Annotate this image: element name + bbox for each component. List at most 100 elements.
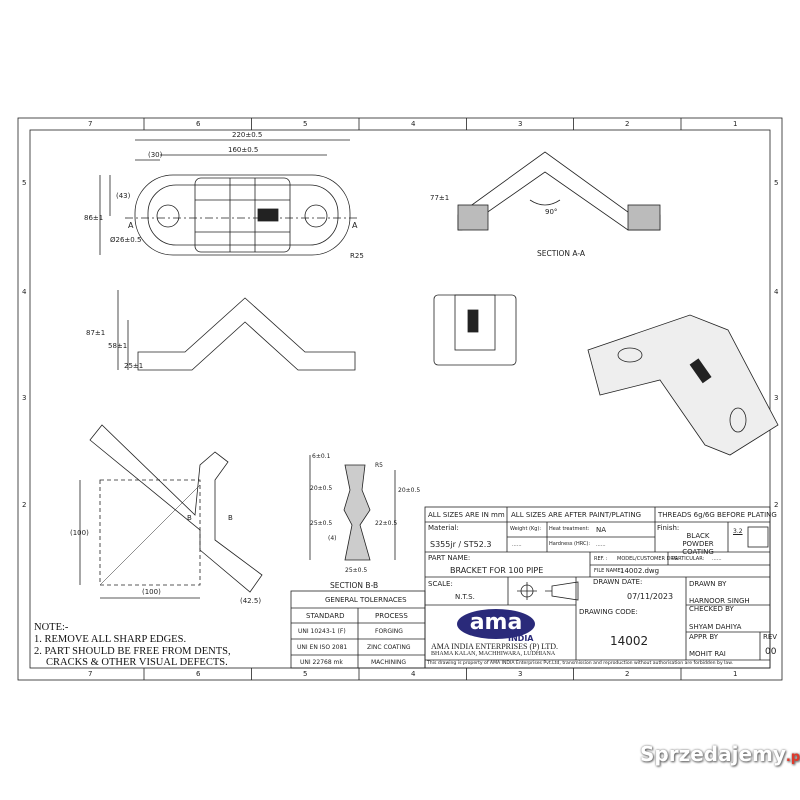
column-ref: 7 [88, 120, 93, 128]
note-2-cont: CRACKS & OTHER VISUAL DEFECTS. [46, 657, 228, 668]
section-aa-view [457, 151, 661, 231]
tolerance-title: GENERAL TOLERNACES [325, 596, 407, 604]
dim-30: (30) [148, 151, 163, 159]
dim-160: 160±0.5 [228, 146, 258, 154]
notes-heading: NOTE:- [34, 622, 69, 633]
side-view [117, 290, 356, 371]
section-aa-title: SECTION A-A [537, 249, 586, 258]
isometric-view [587, 314, 779, 456]
column-ref: 5 [303, 670, 308, 678]
drawing-code-label: DRAWING CODE: [579, 608, 638, 616]
tolerance-header-process: PROCESS [375, 612, 408, 620]
dim-r5: R5 [375, 462, 383, 469]
tolerance-table-grid [290, 590, 426, 669]
checked-by-label: CHECKED BY [689, 605, 734, 613]
section-mark-a-right: A [352, 221, 358, 230]
material-value: S355jr / ST52.3 [430, 540, 492, 549]
rev-label: REV [763, 633, 778, 641]
particular-label: PARTICULAR: [672, 556, 705, 562]
dim-25: 25±1 [124, 362, 143, 370]
tolerance-process: FORGING [375, 628, 403, 635]
dim-100-v: (100) [70, 529, 89, 537]
row-ref: 2 [774, 501, 779, 509]
finish-label: Finish: [657, 524, 680, 532]
column-ref: 1 [733, 670, 738, 678]
appr-by-value: MOHIT RAI [689, 650, 726, 658]
dim-77: 77±1 [430, 194, 449, 202]
copyright-note: This drawing is property of AMA INDIA En… [427, 661, 734, 666]
dim-4: (4) [328, 535, 337, 542]
row-ref: 5 [774, 179, 779, 187]
column-ref: 6 [196, 120, 201, 128]
note-1: 1. REMOVE ALL SHARP EDGES. [34, 634, 187, 645]
column-ref: 2 [625, 670, 630, 678]
dim-20-a: 20±0.5 [310, 485, 332, 492]
drawn-by-label: DRAWN BY [689, 580, 727, 588]
heat-treatment-label: Heat treatment: [549, 526, 590, 532]
tolerance-process: ZINC COATING [367, 644, 411, 651]
hardness-label: Hardness (HRC): [549, 541, 591, 547]
row-ref: 4 [22, 288, 27, 296]
note-2: 2. PART SHOULD BE FREE FROM DENTS, [34, 646, 231, 657]
file-name-value: 14002.dwg [620, 567, 660, 575]
column-ref: 2 [625, 120, 630, 128]
tolerance-process: MACHINING [371, 659, 407, 666]
column-ref: 3 [518, 120, 523, 128]
hardness-value: ...... [596, 542, 606, 548]
dim-20-b: 20±0.5 [398, 487, 420, 494]
top-view [99, 139, 360, 256]
end-view [433, 294, 517, 366]
dim-43: (43) [116, 192, 131, 200]
ref-label: REF. : [594, 556, 608, 562]
part-name-label: PART NAME: [428, 554, 471, 562]
tolerance-header-standard: STANDARD [306, 612, 345, 620]
row-ref: 4 [774, 288, 779, 296]
threads-note: THREADS 6g/6G BEFORE PLATING [658, 511, 777, 519]
checked-by-value: SHYAM DAHIYA [689, 623, 742, 631]
company-logo: ama [457, 609, 535, 639]
heat-treatment-value: NA [596, 526, 607, 534]
section-bb-title: SECTION B-B [330, 581, 378, 590]
rev-value: 00 [765, 647, 777, 657]
dim-100-h: (100) [142, 588, 161, 596]
section-mark-b-right: B [228, 514, 233, 522]
column-ref: 4 [411, 120, 416, 128]
column-ref: 7 [88, 670, 93, 678]
particular-value: ...... [712, 556, 722, 562]
dim-22: 22±0.5 [375, 520, 397, 527]
row-ref: 2 [22, 501, 27, 509]
dim-220: 220±0.5 [232, 131, 262, 139]
plan-view [79, 424, 263, 599]
row-ref: 5 [22, 179, 27, 187]
scale-label: SCALE: [428, 580, 453, 588]
dim-42-5: (42.5) [240, 597, 261, 605]
column-ref: 6 [196, 670, 201, 678]
column-ref: 1 [733, 120, 738, 128]
appr-by-label: APPR BY [689, 633, 719, 641]
drawn-by-value: HARNOOR SINGH [689, 597, 750, 605]
company-address: BHAMA KALAN, MACHHIWARA, LUDHIANA [431, 651, 556, 657]
title-block-grid [424, 506, 771, 669]
dim-25-b: 25±0.5 [345, 567, 367, 574]
weight-value: ...... [512, 542, 522, 548]
part-name-value: BRACKET FOR 100 PIPE [450, 566, 544, 575]
sizes-mm-note: ALL SIZES ARE IN mm [428, 511, 505, 519]
watermark: Sprzedajemy.pl [640, 742, 800, 766]
scale-value: N.T.S. [455, 593, 475, 601]
dim-r25: R25 [350, 252, 364, 260]
column-ref: 5 [303, 120, 308, 128]
tolerance-standard: UNI 10243-1 (F) [298, 628, 346, 635]
dim-90deg: 90° [545, 208, 557, 216]
material-label: Material: [428, 524, 459, 532]
outer-border [17, 117, 783, 681]
tolerance-standard: UNI 22768 mk [300, 659, 343, 666]
tolerance-standard: UNI EN ISO 2081 [297, 644, 348, 651]
column-ref: 3 [518, 670, 523, 678]
company-name: AMA INDIA ENTERPRISES (P) LTD. [431, 642, 559, 651]
dim-58: 58±1 [108, 342, 127, 350]
dim-86: 86±1 [84, 214, 103, 222]
dim-dia26: Ø26±0.5 [110, 236, 141, 244]
finish-value: BLACK POWDER COATING [682, 532, 714, 556]
